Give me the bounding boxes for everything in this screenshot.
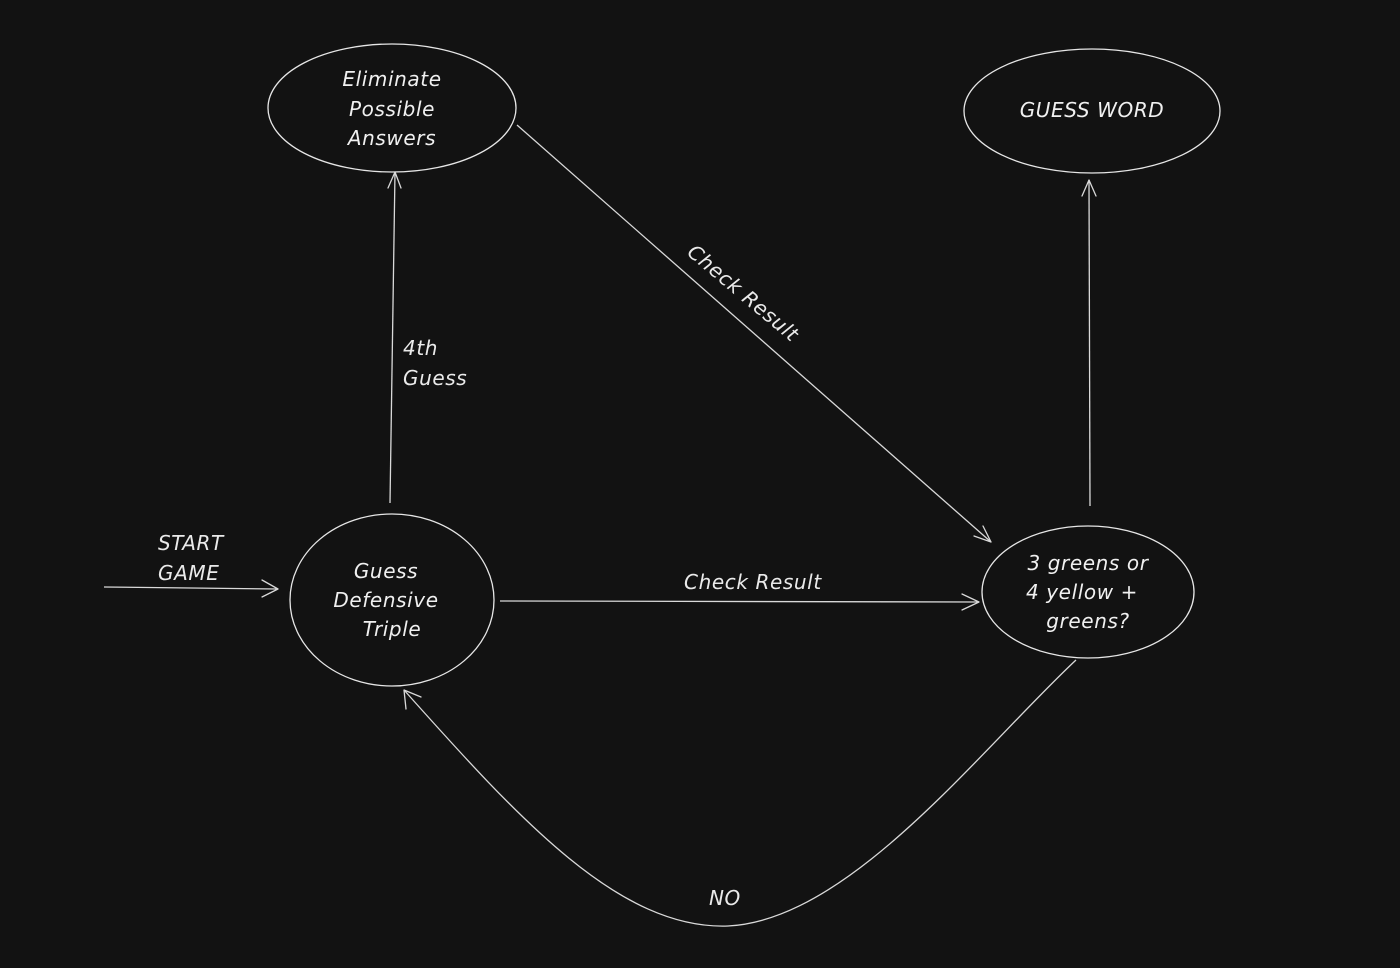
node-eliminate-line-1: Eliminate [342, 67, 441, 91]
node-eliminate-line-2: Possible [349, 97, 435, 121]
edge-to-guess-word-arrowhead [1081, 179, 1097, 197]
node-guess-word-label: GUESS WORD [1020, 98, 1165, 122]
edge-start-line [103, 586, 279, 590]
node-guess-defensive-line-2: Defensive [333, 588, 438, 612]
node-guess-defensive-line-1: Guess [354, 559, 418, 583]
edge-no-line [403, 659, 1077, 927]
node-check-condition-line-1: 3 greens or [1027, 551, 1149, 575]
edge-check-result-horizontal-label: Check Result [684, 570, 822, 594]
node-guess-word: GUESS WORD [963, 48, 1221, 174]
edge-check-result-horizontal-line [499, 600, 980, 603]
edge-start-game: START GAME [103, 531, 279, 598]
node-check-condition-line-3: greens? [1046, 609, 1129, 633]
edge-to-guess-word-line [1088, 179, 1091, 507]
node-check-condition-shape [981, 525, 1195, 659]
edge-no-label: NO [709, 886, 741, 910]
edge-no-loop: NO [403, 659, 1077, 927]
node-check-condition: 3 greens or 4 yellow + greens? [981, 525, 1195, 659]
edge-start-arrowhead [261, 579, 279, 598]
edge-fourth-guess-line [389, 171, 396, 504]
node-guess-defensive-triple: Guess Defensive Triple [289, 513, 495, 687]
node-check-condition-line-2: 4 yellow + [1026, 580, 1138, 604]
edge-to-guess-word [1081, 179, 1097, 507]
node-guess-defensive-line-3: Triple [363, 617, 422, 641]
edge-fourth-guess-label-line-1: 4th [403, 336, 438, 360]
edge-check-result-diagonal-label: Check Result [683, 239, 804, 346]
edge-no-arrowhead [403, 689, 422, 710]
edge-start-label-line-2: GAME [158, 561, 219, 585]
edge-start-label-line-1: START [158, 531, 225, 555]
node-eliminate-possible-answers: Eliminate Possible Answers [267, 43, 517, 173]
node-eliminate-line-3: Answers [346, 126, 436, 150]
node-eliminate-shape [267, 43, 517, 173]
edge-check-result-horizontal: Check Result [499, 570, 980, 611]
edge-fourth-guess: 4th Guess [387, 171, 467, 504]
node-guess-word-shape [963, 48, 1221, 174]
edge-check-result-diagonal: Check Result [516, 124, 992, 543]
edge-fourth-guess-arrowhead [387, 171, 402, 189]
edge-check-result-diagonal-arrowhead [973, 525, 992, 543]
edge-fourth-guess-label-line-2: Guess [403, 366, 467, 390]
node-guess-defensive-shape [289, 513, 495, 687]
edge-check-result-diagonal-line [516, 124, 992, 543]
edge-check-result-horizontal-arrowhead [961, 593, 980, 611]
